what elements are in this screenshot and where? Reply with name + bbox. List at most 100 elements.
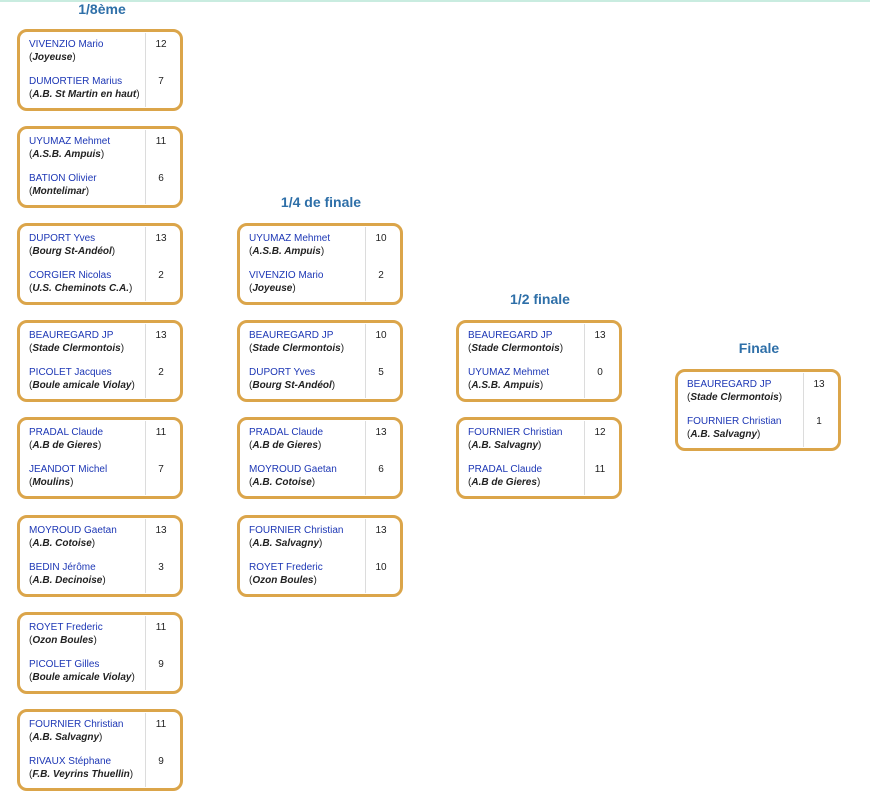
player-name[interactable]: BEAUREGARD JP — [687, 379, 772, 390]
player-club: (A.S.B. Ampuis) — [29, 149, 105, 160]
match-r16-7: ROYET Frederic (Ozon Boules) 11 PICOLET G… — [17, 612, 183, 694]
player-2-score: 7 — [158, 76, 164, 87]
score-divider — [145, 421, 146, 495]
player-name[interactable]: RIVAUX Stéphane — [29, 756, 112, 767]
player-1: DUPORT Yves(Bourg St-Andéol) — [29, 232, 147, 258]
match-qf-2: BEAUREGARD JP(Stade Clermontois) 10 DUPO… — [237, 320, 403, 402]
player-2-score: 0 — [597, 367, 603, 378]
player-1-score: 13 — [813, 379, 825, 390]
player-1: UYUMAZ Mehmet (A.S.B. Ampuis) — [249, 232, 367, 258]
player-2-score: 1 — [816, 416, 822, 427]
player-club: (Boule amicale Violay) — [29, 672, 135, 683]
match-r16-3: DUPORT Yves(Bourg St-Andéol) 13 CORGIER … — [17, 223, 183, 305]
round-title-semi: 1/2 finale — [510, 291, 570, 307]
player-name[interactable]: PICOLET Gilles — [29, 659, 100, 670]
player-1: MOYROUD Gaetan(A.B. Cotoise) — [29, 524, 147, 550]
player-name[interactable]: PRADAL Claude — [249, 427, 324, 438]
player-name[interactable]: BEAUREGARD JP — [29, 330, 114, 341]
player-name[interactable]: VIVENZIO Mario — [249, 270, 324, 281]
player-name[interactable]: MOYROUD Gaetan — [249, 464, 337, 475]
player-1: BEAUREGARD JP(Stade Clermontois) — [687, 378, 805, 404]
player-name[interactable]: DUPORT Yves — [249, 367, 316, 378]
score-divider — [145, 227, 146, 301]
player-1: PRADAL Claude (A.B de Gieres) — [249, 426, 367, 452]
player-2-score: 11 — [594, 464, 606, 475]
player-name[interactable]: UYUMAZ Mehmet — [29, 136, 111, 147]
player-club: (A.B de Gieres) — [249, 440, 322, 451]
player-club: (A.B de Gieres) — [29, 440, 102, 451]
player-name[interactable]: PRADAL Claude — [29, 427, 104, 438]
player-club: (U.S. Cheminots C.A.) — [29, 283, 133, 294]
match-qf-3: PRADAL Claude(A.B de Gieres) 13 MOYROUD … — [237, 417, 403, 499]
match-qf-4: FOURNIER Christian(A.B. Salvagny) 13 ROY… — [237, 515, 403, 597]
match-qf-1: UYUMAZ Mehmet (A.S.B. Ampuis) 10 VIVENZIO… — [237, 223, 403, 305]
player-1: BEAUREGARD JP(Stade Clermontois) — [29, 329, 147, 355]
player-name[interactable]: MOYROUD Gaetan — [29, 525, 117, 536]
player-club: (Stade Clermontois) — [249, 343, 345, 354]
player-name[interactable]: ROYET Frederic — [29, 622, 103, 633]
round-title-quarter: 1/4 de finale — [280, 194, 362, 210]
player-1-score: 10 — [375, 233, 387, 244]
score-divider — [145, 519, 146, 593]
player-1: FOURNIER Christian(A.B. Salvagny) — [249, 524, 367, 550]
match-sf-2: FOURNIER Christian (A.B. Salvagny) 12 PRA… — [456, 417, 622, 499]
player-2-score: 9 — [158, 659, 164, 670]
player-2-score: 5 — [378, 367, 384, 378]
player-name[interactable]: DUPORT Yves — [29, 233, 96, 244]
player-name[interactable]: BEAUREGARD JP — [468, 330, 553, 341]
player-1-score: 11 — [155, 622, 167, 633]
player-1: ROYET Frederic (Ozon Boules) — [29, 621, 147, 647]
player-name[interactable]: PRADAL Claude — [468, 464, 543, 475]
player-name[interactable]: FOURNIER Christian — [249, 525, 344, 536]
player-club: (A.B. Salvagny) — [687, 429, 761, 440]
player-2: JEANDOT Michel(Moulins) — [29, 463, 147, 489]
player-2-score: 10 — [375, 562, 387, 573]
player-club: (A.S.B. Ampuis) — [249, 246, 325, 257]
player-club: (A.B. Cotoise) — [249, 477, 316, 488]
match-r16-8: FOURNIER Christian(A.B. Salvagny) 11 RIV… — [17, 709, 183, 791]
player-club: (A.B. Salvagny) — [468, 440, 542, 451]
player-name[interactable]: FOURNIER Christian — [687, 416, 782, 427]
player-club: (Ozon Boules) — [29, 635, 97, 646]
player-2: UYUMAZ Mehmet(A.S.B. Ampuis) — [468, 366, 586, 392]
top-divider-line — [0, 0, 870, 2]
player-club: (Joyeuse) — [29, 52, 76, 63]
score-divider — [145, 713, 146, 787]
player-name[interactable]: PICOLET Jacques — [29, 367, 112, 378]
player-1-score: 13 — [155, 525, 167, 536]
match-r16-4: BEAUREGARD JP(Stade Clermontois) 13 PICO… — [17, 320, 183, 402]
player-name[interactable]: BATION Olivier — [29, 173, 97, 184]
player-club: (A.B. St Martin en haut) — [29, 89, 140, 100]
player-club: (Montelimar) — [29, 186, 90, 197]
player-1: FOURNIER Christian(A.B. Salvagny) — [29, 718, 147, 744]
player-2: DUPORT Yves(Bourg St-Andéol) — [249, 366, 367, 392]
player-1-score: 13 — [155, 233, 167, 244]
score-divider — [145, 616, 146, 690]
score-divider — [365, 421, 366, 495]
player-1: UYUMAZ Mehmet (A.S.B. Ampuis) — [29, 135, 147, 161]
player-name[interactable]: UYUMAZ Mehmet — [249, 233, 331, 244]
player-2-score: 9 — [158, 756, 164, 767]
score-divider — [145, 324, 146, 398]
player-name[interactable]: JEANDOT Michel — [29, 464, 108, 475]
round-title-eighth: 1/8ème — [78, 1, 126, 17]
player-1: VIVENZIO Mario (Joyeuse) — [29, 38, 147, 64]
player-name[interactable]: ROYET Frederic — [249, 562, 323, 573]
match-r16-1: VIVENZIO Mario(Joyeuse) 12 DUMORTIER Mar… — [17, 29, 183, 111]
player-1-score: 11 — [155, 136, 167, 147]
player-2-score: 7 — [158, 464, 164, 475]
player-1: FOURNIER Christian (A.B. Salvagny) — [468, 426, 586, 452]
player-name[interactable]: CORGIER Nicolas — [29, 270, 112, 281]
player-name[interactable]: UYUMAZ Mehmet — [468, 367, 550, 378]
player-2: BEDIN Jérôme(A.B. Decinoise) — [29, 561, 147, 587]
player-2-score: 6 — [158, 173, 164, 184]
player-name[interactable]: FOURNIER Christian — [29, 719, 124, 730]
player-name[interactable]: BEDIN Jérôme — [29, 562, 96, 573]
player-1-score: 12 — [594, 427, 606, 438]
player-name[interactable]: VIVENZIO Mario — [29, 39, 104, 50]
player-name[interactable]: FOURNIER Christian — [468, 427, 563, 438]
player-2-score: 2 — [378, 270, 384, 281]
player-name[interactable]: BEAUREGARD JP — [249, 330, 334, 341]
player-club: (Ozon Boules) — [249, 575, 317, 586]
player-name[interactable]: DUMORTIER Marius — [29, 76, 123, 87]
